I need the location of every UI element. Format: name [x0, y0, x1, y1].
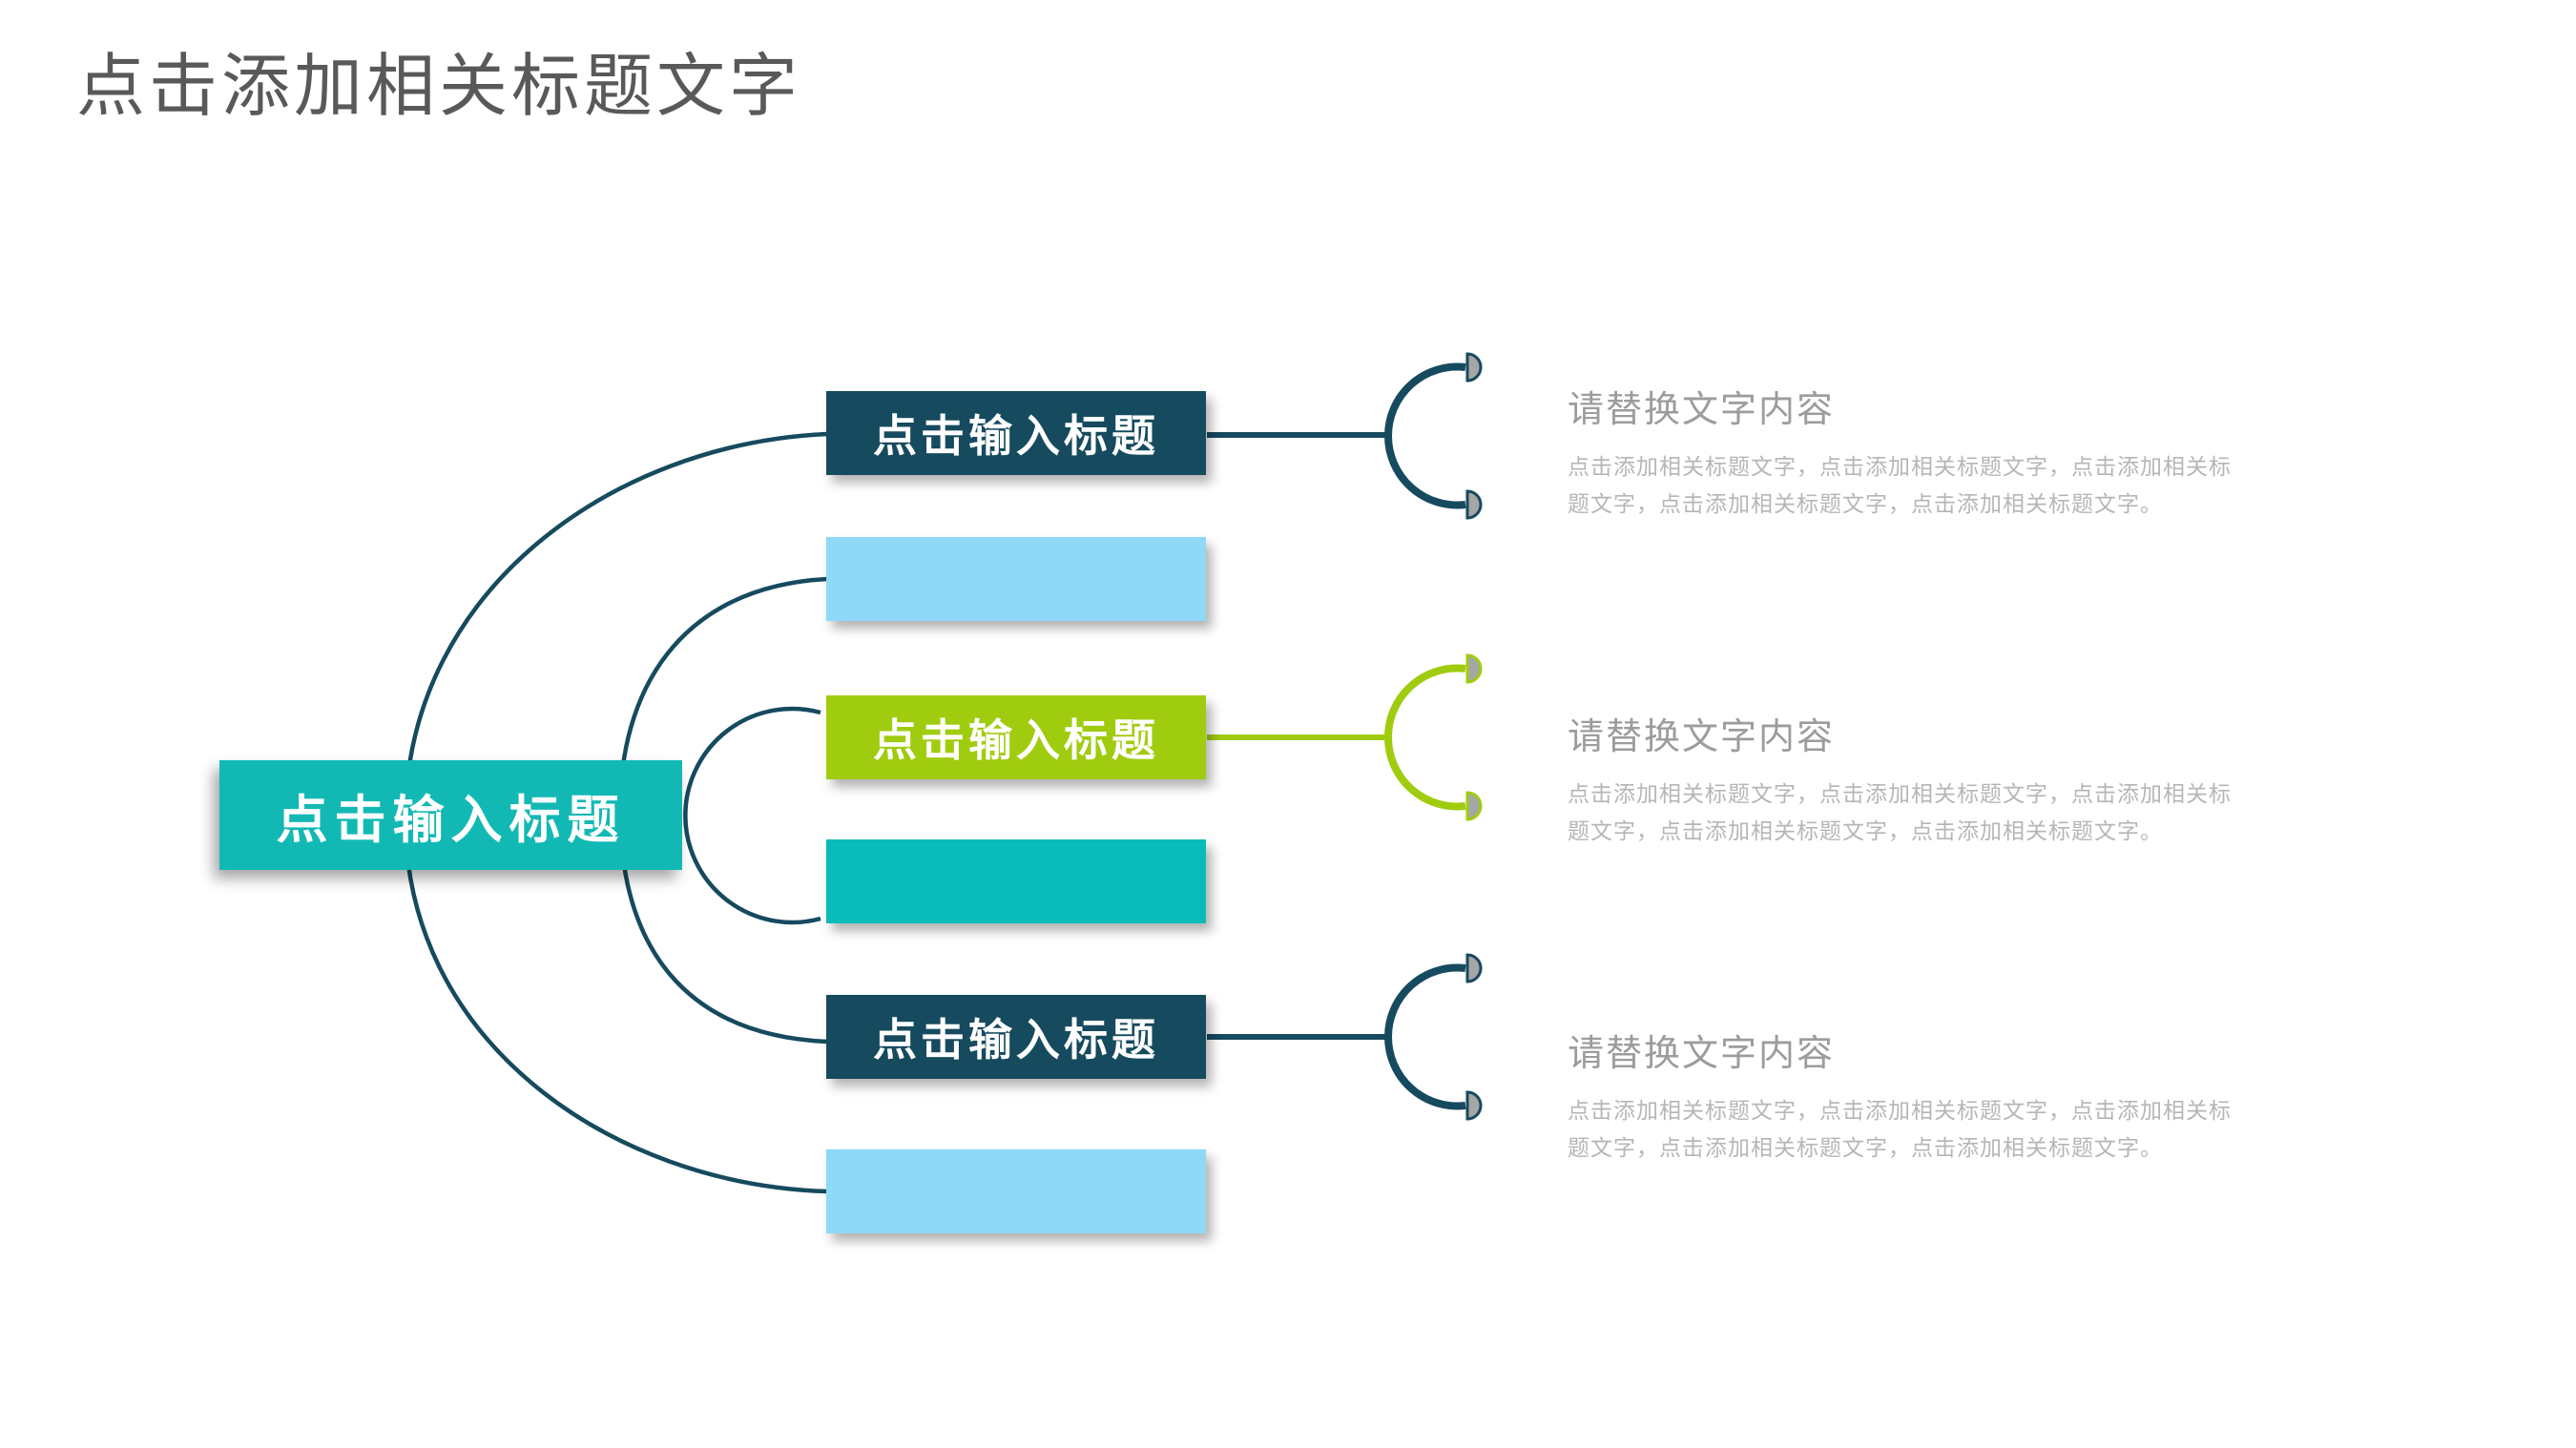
- text-block-1[interactable]: 请替换文字内容 点击添加相关标题文字，点击添加相关标题文字，点击添加相关标题文字…: [1568, 386, 2235, 524]
- branch-node-label: 点击输入标题: [873, 410, 1159, 462]
- branch-node-3[interactable]: 点击输入标题: [826, 695, 1206, 779]
- slide-title[interactable]: 点击添加相关标题文字: [76, 46, 802, 126]
- bracket-arc-top: [1384, 362, 1466, 509]
- bracket-end-cap-icon: [1465, 653, 1483, 684]
- branch-node-label: 点击输入标题: [873, 714, 1159, 766]
- branch-arc-inner: [683, 706, 821, 925]
- text-block-body: 点击添加相关标题文字，点击添加相关标题文字，点击添加相关标题文字，点击添加相关标…: [1568, 782, 2232, 844]
- text-block-2[interactable]: 请替换文字内容 点击添加相关标题文字，点击添加相关标题文字，点击添加相关标题文字…: [1568, 714, 2235, 851]
- text-block-body: 点击添加相关标题文字，点击添加相关标题文字，点击添加相关标题文字，点击添加相关标…: [1568, 455, 2232, 517]
- bracket-end-cap-icon: [1465, 791, 1483, 821]
- root-node[interactable]: 点击输入标题: [219, 760, 682, 870]
- bracket-arc-bottom: [1384, 963, 1466, 1110]
- bracket-end-cap-icon: [1465, 489, 1483, 520]
- branch-node-5[interactable]: 点击输入标题: [826, 995, 1206, 1079]
- text-block-heading: 请替换文字内容: [1568, 1032, 1836, 1074]
- bracket-end-cap-icon: [1465, 352, 1483, 383]
- root-node-label: 点击输入标题: [276, 789, 626, 850]
- bracket-end-cap-icon: [1465, 953, 1483, 983]
- text-block-heading: 请替换文字内容: [1568, 388, 1836, 430]
- branch-node-6[interactable]: [826, 1149, 1206, 1233]
- text-block-heading: 请替换文字内容: [1568, 715, 1836, 757]
- text-block-3[interactable]: 请替换文字内容 点击添加相关标题文字，点击添加相关标题文字，点击添加相关标题文字…: [1568, 1030, 2235, 1168]
- branch-node-label: 点击输入标题: [873, 1014, 1159, 1065]
- branch-node-2[interactable]: [826, 537, 1206, 621]
- text-block-body: 点击添加相关标题文字，点击添加相关标题文字，点击添加相关标题文字，点击添加相关标…: [1568, 1099, 2232, 1161]
- bracket-end-cap-icon: [1465, 1090, 1483, 1121]
- branch-node-1[interactable]: 点击输入标题: [826, 391, 1206, 475]
- bracket-arc-middle: [1384, 664, 1466, 811]
- branch-node-4[interactable]: [826, 839, 1206, 923]
